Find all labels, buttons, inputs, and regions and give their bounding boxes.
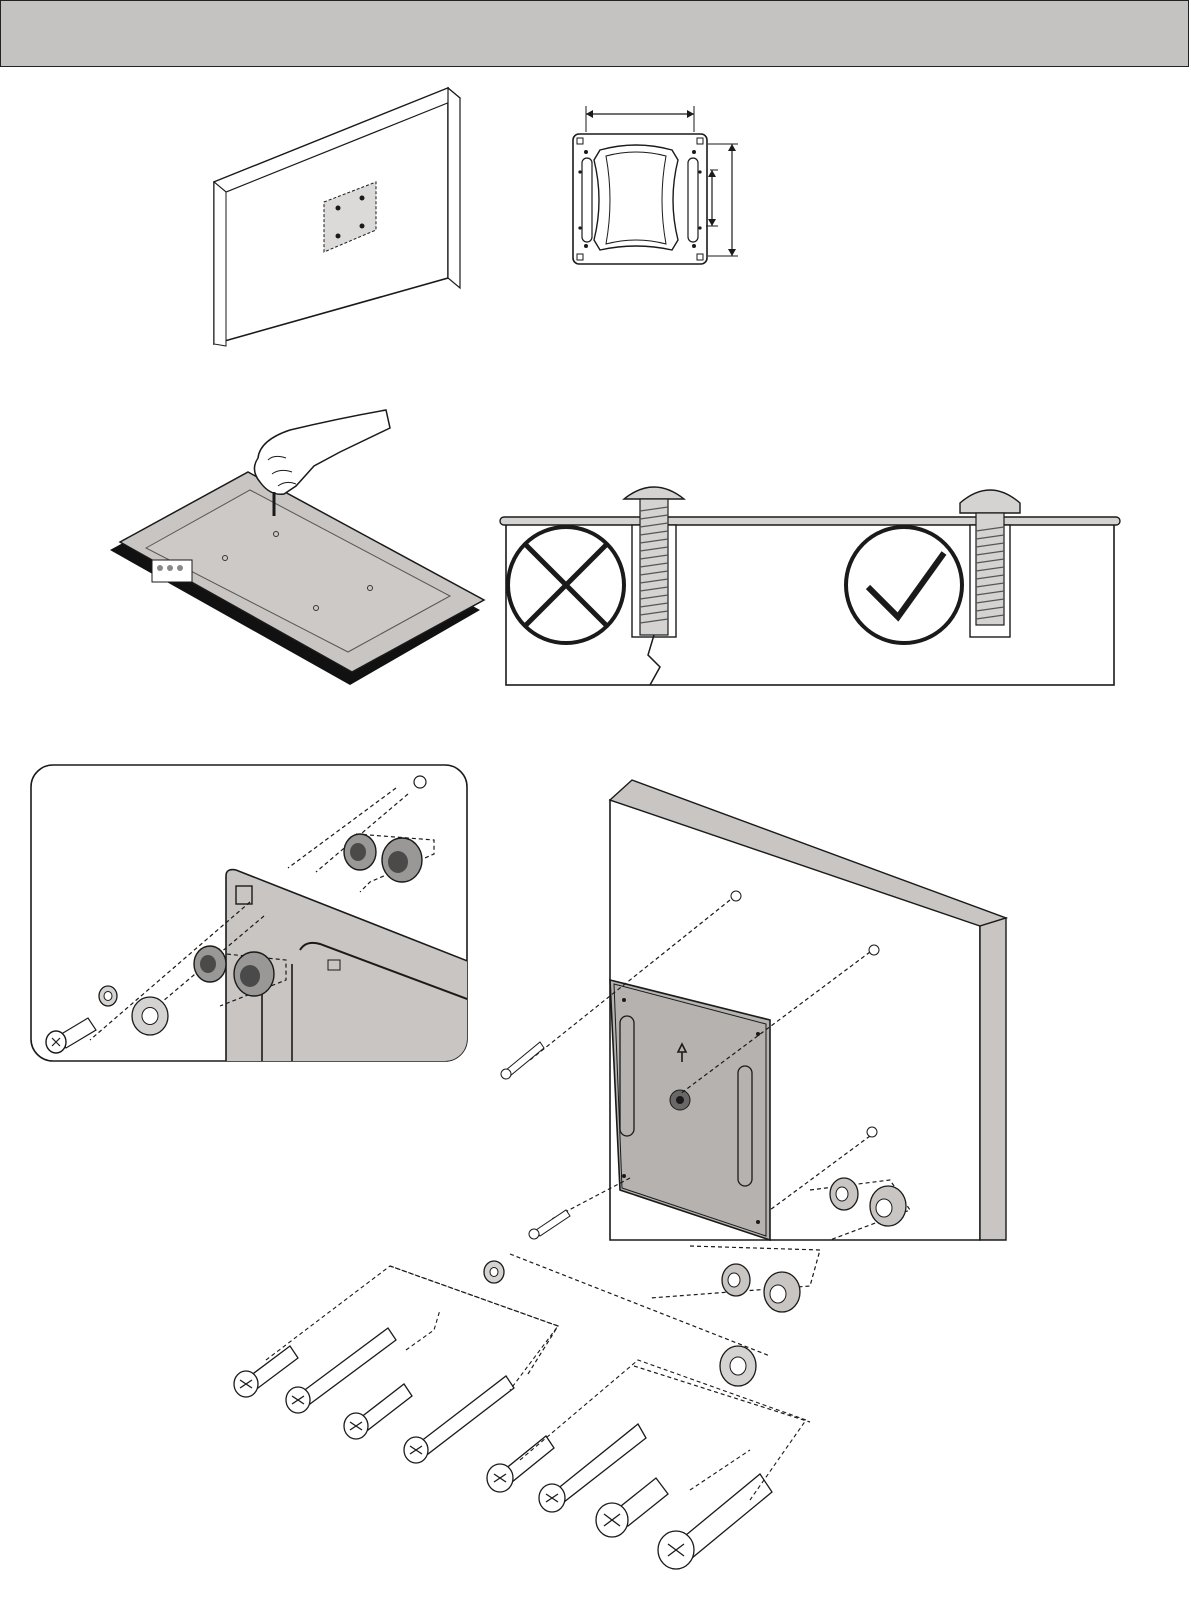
- hand-icon: [254, 410, 390, 494]
- screw-test-figure: [100, 400, 500, 700]
- tv-back-figure: [200, 80, 470, 350]
- screw-icon: [501, 1042, 570, 1239]
- screw-check-figure: [498, 475, 1128, 690]
- screw-set-icon: [234, 1328, 772, 1569]
- washer-icon: [484, 1261, 756, 1386]
- header-bar: [0, 0, 1189, 67]
- tv-panel-icon: [200, 80, 470, 350]
- vesa-plate-icon: [560, 100, 760, 280]
- vesa-plate-figure: [560, 100, 760, 280]
- exploded-assembly-figure: [210, 770, 1170, 1600]
- tv-on-table-icon: [110, 472, 484, 685]
